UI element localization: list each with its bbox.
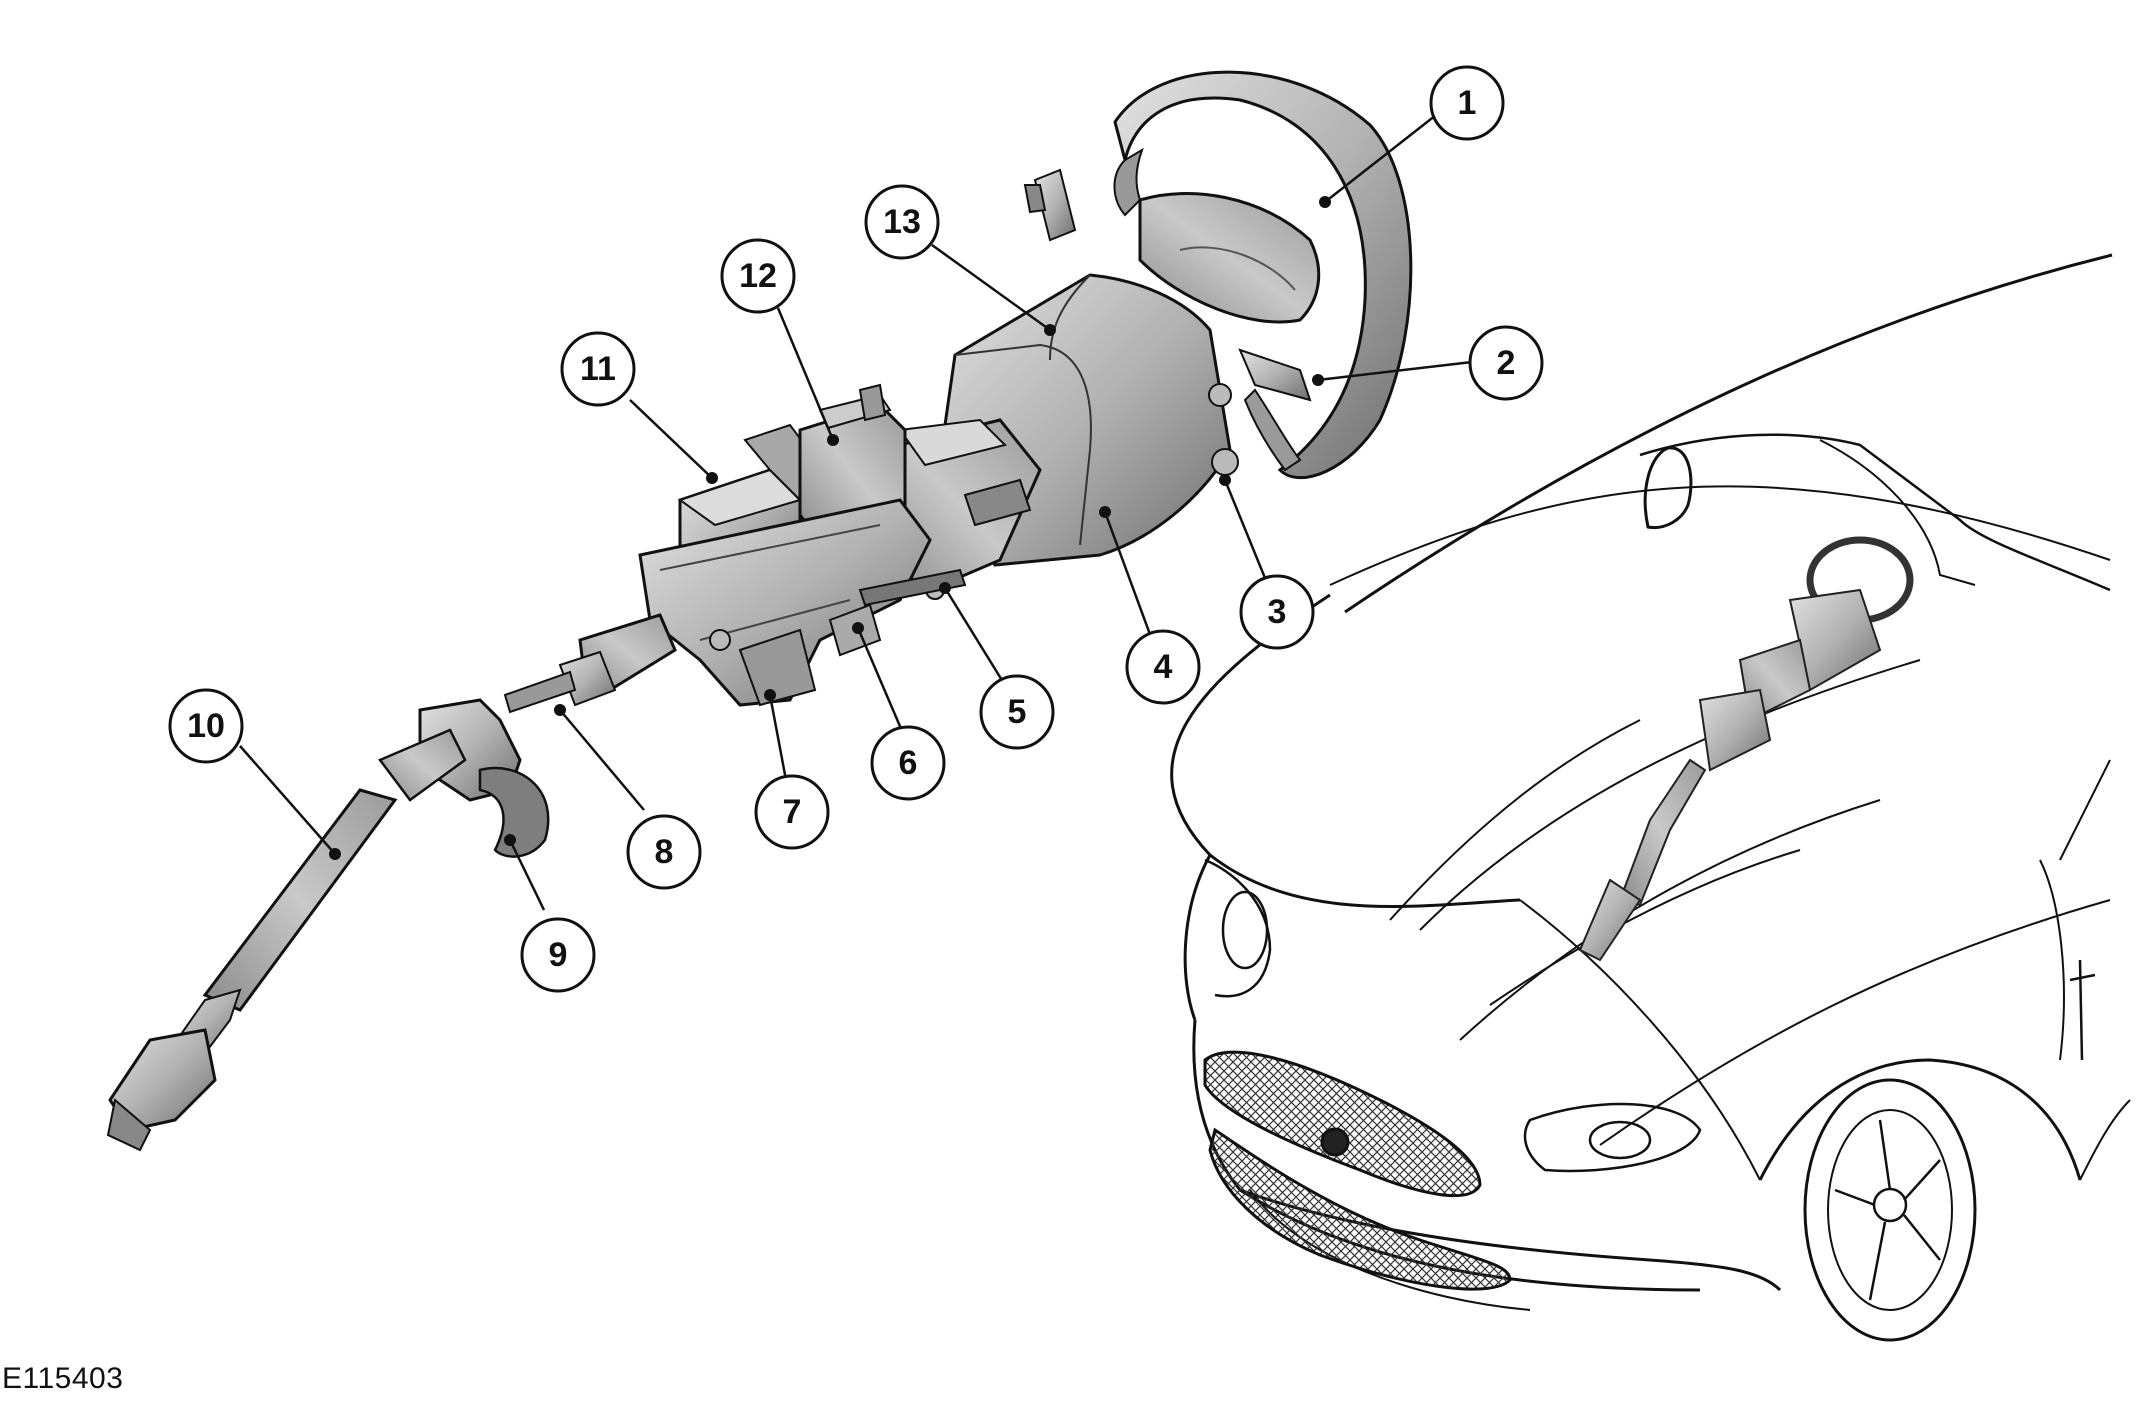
svg-text:9: 9 [549, 936, 568, 974]
callout-5: 5 [979, 674, 1055, 750]
figure-id: E115403 [2, 1362, 124, 1395]
svg-text:5: 5 [1008, 693, 1027, 731]
callout-11: 11 [560, 331, 636, 407]
callouts: 1 2 3 4 5 6 7 8 [168, 65, 1544, 993]
intermediate-shaft [503, 613, 677, 714]
svg-text:12: 12 [739, 257, 777, 295]
svg-text:7: 7 [783, 793, 802, 831]
callout-12: 12 [720, 238, 796, 314]
svg-text:1: 1 [1458, 84, 1477, 122]
leader-dots [329, 196, 1331, 860]
leader-lines [239, 107, 1473, 911]
steering-wheel [1023, 70, 1413, 480]
svg-text:3: 3 [1268, 593, 1287, 631]
callout-9: 9 [520, 917, 596, 993]
svg-text:6: 6 [899, 744, 918, 782]
lower-column [106, 698, 550, 1152]
callout-6: 6 [870, 725, 946, 801]
callout-1: 1 [1429, 65, 1505, 141]
svg-text:4: 4 [1154, 648, 1173, 686]
svg-text:11: 11 [580, 350, 616, 388]
callout-10: 10 [168, 688, 244, 764]
callout-2: 2 [1468, 325, 1544, 401]
callout-13: 13 [864, 184, 940, 260]
grille [1203, 1050, 1512, 1291]
svg-text:2: 2 [1497, 344, 1516, 382]
callout-8: 8 [626, 814, 702, 890]
svg-text:13: 13 [883, 203, 921, 241]
callout-3: 3 [1239, 574, 1315, 650]
vehicle-outline [1170, 253, 2131, 1342]
vehicle-steering-column-inset [1578, 536, 1914, 962]
callout-4: 4 [1125, 629, 1201, 705]
callout-7: 7 [754, 774, 830, 850]
svg-text:10: 10 [187, 707, 225, 745]
svg-text:8: 8 [655, 833, 674, 871]
